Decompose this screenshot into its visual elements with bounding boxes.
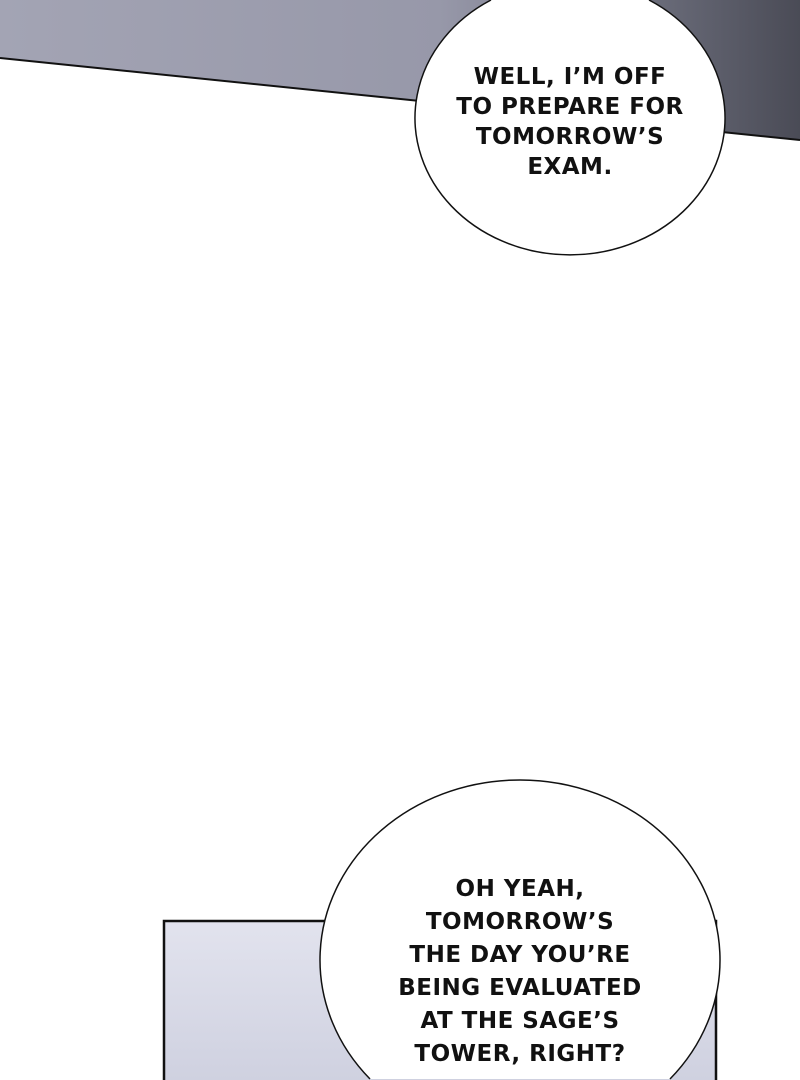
dialogue-line: BEING EVALUATED (398, 975, 642, 1001)
dialogue-line: THE DAY YOU’RE (409, 942, 631, 968)
dialogue-line: TO PREPARE FOR (456, 94, 684, 120)
speech-bubble-2 (319, 779, 721, 1080)
dialogue-line: TOMORROW’S (425, 909, 615, 935)
speech-bubble-1 (414, 0, 726, 256)
speech-bubble-1-text: WELL, I’M OFF TO PREPARE FOR TOMORROW’S … (440, 62, 700, 182)
dialogue-line: TOWER, RIGHT? (414, 1041, 626, 1067)
speech-bubble-2-text: OH YEAH, TOMORROW’S THE DAY YOU’RE BEING… (360, 873, 680, 1071)
dialogue-line: OH YEAH, (455, 876, 585, 902)
dialogue-line: AT THE SAGE’S (420, 1008, 620, 1034)
dialogue-line: TOMORROW’S (475, 124, 665, 150)
dialogue-line: EXAM. (527, 154, 613, 180)
dialogue-line: WELL, I’M OFF (473, 64, 667, 90)
